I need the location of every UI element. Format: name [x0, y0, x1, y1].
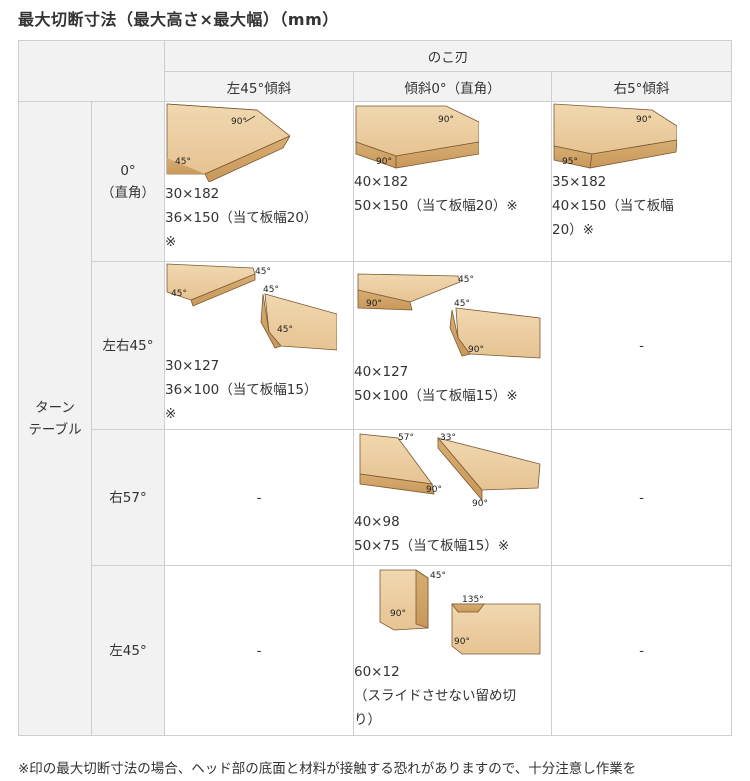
cut-dimension: 36×150（当て板幅20）	[165, 210, 318, 226]
cut-dimension: 36×100（当て板幅15）	[165, 382, 318, 398]
svg-text:45°: 45°	[171, 289, 187, 299]
row-label: 0° （直角）	[101, 162, 155, 201]
svg-text:45°: 45°	[454, 299, 470, 309]
svg-text:90°: 90°	[426, 485, 442, 495]
svg-text:95°: 95°	[562, 157, 578, 167]
board-diagram: 45° 90° 135° 90°	[379, 569, 541, 655]
svg-text:90°: 90°	[438, 115, 454, 125]
cut-dimension: （スライドさせない留め切	[354, 688, 516, 704]
cell-r3-c3: -	[550, 565, 733, 736]
cut-dimension: 20）※	[552, 222, 594, 238]
svg-text:90°: 90°	[366, 299, 382, 309]
col-header-right5: 右5°傾斜	[550, 71, 733, 102]
cell-r1-c3: -	[550, 261, 733, 430]
row-label: 右57°	[109, 489, 147, 506]
row-header-0deg: 0° （直角）	[91, 101, 165, 262]
cut-dimension: 30×127	[165, 358, 220, 374]
cut-dimension: 50×100（当て板幅15）※	[354, 388, 518, 404]
cut-dimension: り）	[354, 712, 381, 728]
svg-text:33°: 33°	[440, 433, 456, 443]
cell-r1-c2: 90° 45° 45° 90° 40×127 50×100（当て板幅15）※	[353, 261, 552, 430]
cell-r0-c2: 90° 90° 40×182 50×150（当て板幅20）※	[353, 101, 552, 262]
footnote: ※印の最大切断寸法の場合、ヘッド部の底面と材料が接触する恐れがありますので、十分…	[18, 761, 637, 777]
svg-text:90°: 90°	[636, 115, 652, 125]
cell-r1-c1: 45° 45° 45° 45° 30×127 36×100（当て板幅15） ※	[164, 261, 354, 430]
svg-text:45°: 45°	[175, 157, 191, 167]
cut-dimension: 40×127	[354, 364, 409, 380]
cut-dimension: 40×182	[354, 174, 409, 190]
corner-cell	[18, 40, 165, 102]
svg-text:90°: 90°	[390, 609, 406, 619]
max-cut-dimension-table: のこ刃 左45°傾斜 傾斜0°（直角） 右5°傾斜 ターン テーブル 0° （直…	[18, 40, 733, 736]
row-header-l45: 左45°	[91, 565, 165, 736]
svg-text:90°: 90°	[454, 637, 470, 647]
svg-text:45°: 45°	[458, 275, 474, 285]
svg-text:45°: 45°	[263, 285, 279, 295]
col-header-tilt0: 傾斜0°（直角）	[353, 71, 552, 102]
blade-header: のこ刃	[163, 40, 733, 72]
svg-text:45°: 45°	[255, 267, 271, 277]
svg-text:90°: 90°	[472, 499, 488, 509]
cell-r3-c2: 45° 90° 135° 90° 60×12 （スライドさせない留め切 り）	[353, 565, 552, 736]
page-title: 最大切断寸法（最大高さ×最大幅）（mm）	[18, 10, 339, 29]
svg-text:57°: 57°	[398, 433, 414, 443]
board-diagram: 90° 95°	[553, 103, 677, 169]
svg-text:90°: 90°	[231, 117, 247, 127]
cell-r0-c1: 90° 45° 30×182 36×150（当て板幅20） ※	[164, 101, 354, 262]
cell-r2-c3: -	[550, 429, 733, 566]
cell-r3-c1: -	[164, 565, 354, 736]
board-diagram: 45° 45° 45° 45°	[166, 263, 337, 351]
cut-dimension-note: ※	[165, 234, 177, 250]
cut-dimension: 60×12	[354, 664, 400, 680]
board-diagram: 90° 90°	[355, 105, 479, 169]
cut-dimension: 35×182	[552, 174, 607, 190]
turntable-header: ターン テーブル	[18, 101, 92, 736]
row-header-lr45: 左右45°	[91, 261, 165, 430]
board-diagram: 90° 45°	[166, 103, 290, 182]
svg-text:45°: 45°	[430, 571, 446, 581]
cut-dimension: 50×150（当て板幅20）※	[354, 198, 518, 214]
turntable-label: ターン テーブル	[28, 399, 82, 438]
cut-dimension-note: ※	[165, 406, 177, 422]
cut-dimension: 30×182	[165, 186, 220, 202]
row-header-r57: 右57°	[91, 429, 165, 566]
row-label: 左45°	[109, 642, 147, 659]
svg-text:90°: 90°	[376, 157, 392, 167]
svg-text:90°: 90°	[468, 345, 484, 355]
svg-text:135°: 135°	[462, 595, 484, 605]
cell-r2-c2: 57° 90° 33° 90° 40×98 50×75（当て板幅15）※	[353, 429, 552, 566]
cut-dimension: 50×75（当て板幅15）※	[354, 538, 510, 554]
cut-dimension: 40×98	[354, 514, 400, 530]
board-diagram: 57° 90° 33° 90°	[359, 433, 541, 509]
col-header-left45: 左45°傾斜	[164, 71, 354, 102]
svg-text:45°: 45°	[277, 325, 293, 335]
cut-dimension: 40×150（当て板幅	[552, 198, 674, 214]
row-label: 左右45°	[102, 337, 154, 354]
cell-r2-c1: -	[164, 429, 354, 566]
cell-r0-c3: 90° 95° 35×182 40×150（当て板幅 20）※	[550, 101, 733, 262]
board-diagram: 90° 45° 45° 90°	[357, 273, 541, 359]
